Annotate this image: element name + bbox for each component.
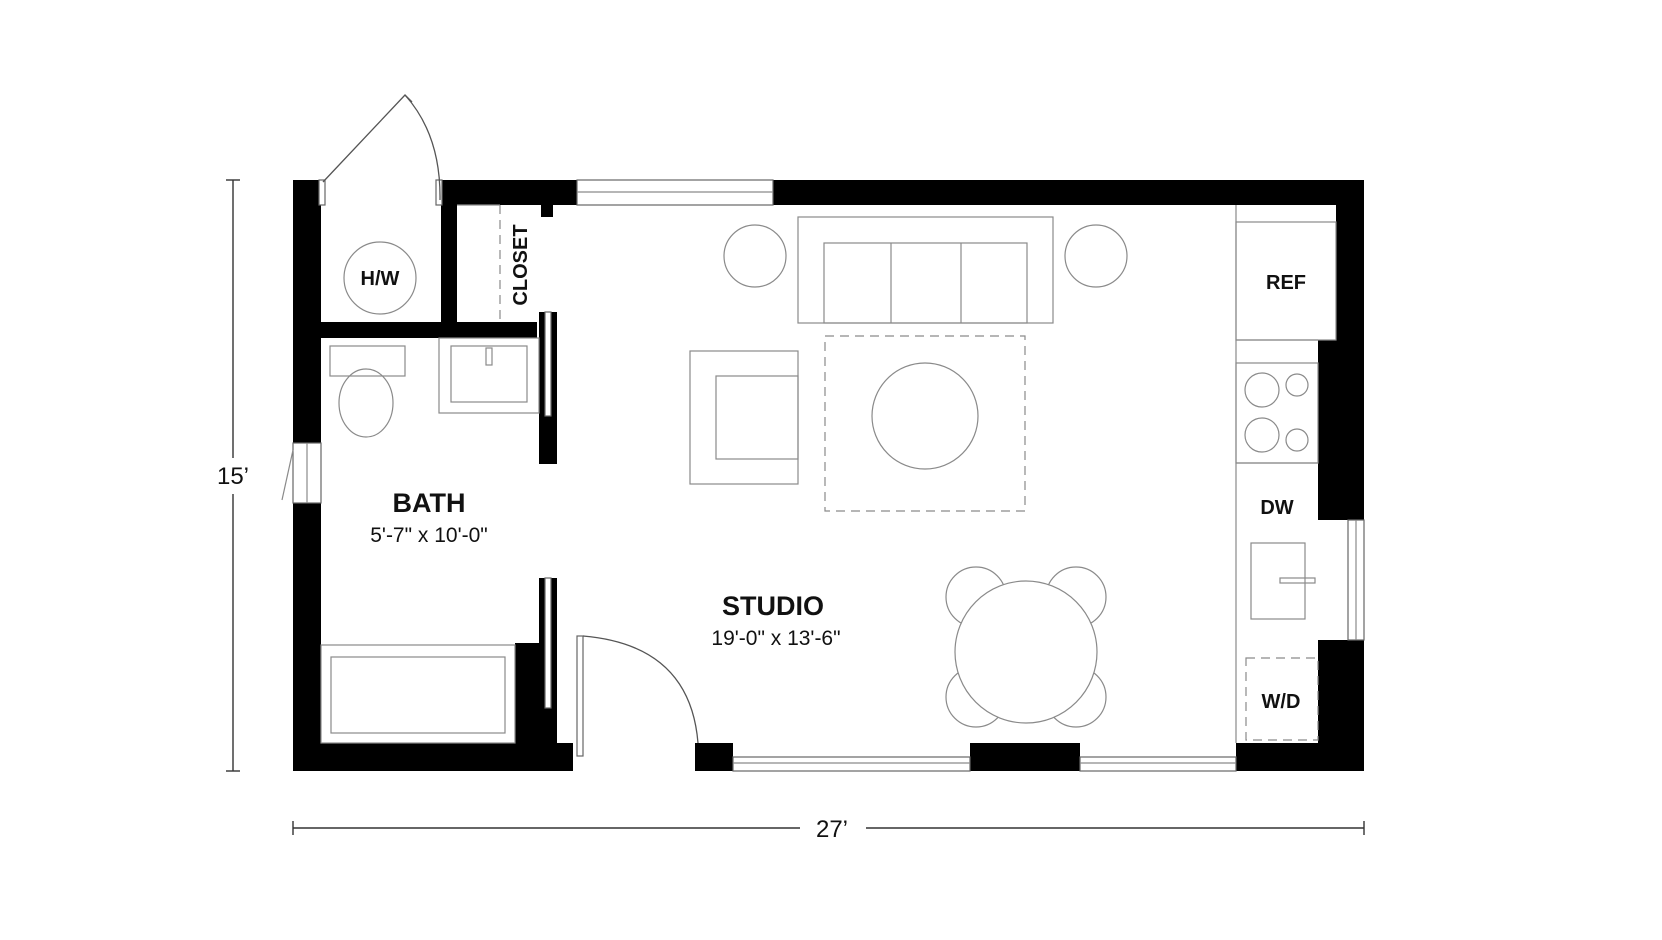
refrigerator-label: REF: [1266, 272, 1306, 294]
coffee-table: [871, 362, 979, 470]
burner: [1285, 428, 1309, 452]
sink-basin: [450, 345, 528, 403]
width-dimension-label: 27’: [816, 816, 848, 843]
exterior-walls: [293, 180, 1364, 771]
windows: [281, 179, 1365, 772]
hw-door-swing: [322, 94, 441, 201]
side-table-right: [1064, 224, 1128, 288]
sofa: [797, 216, 1054, 324]
window-bottom-left: [732, 756, 971, 772]
room-dimensions-studio: 19'-0" x 13'-6": [711, 627, 840, 650]
toilet-tank: [329, 345, 406, 377]
dishwasher-label: DW: [1260, 497, 1293, 519]
doors: [318, 94, 699, 757]
sink-counter: [438, 337, 540, 414]
interior-walls: [293, 180, 557, 743]
sofa-cushions: [823, 242, 1028, 324]
room-title-studio: STUDIO: [722, 591, 824, 621]
faucet: [485, 347, 493, 366]
dining-table: [954, 580, 1098, 724]
toilet-bowl: [338, 368, 394, 438]
window-bottom-right: [1079, 756, 1237, 772]
living-furniture: [689, 216, 1128, 512]
armchair-seat: [715, 375, 799, 460]
room-dimensions-bath: 5'-7" x 10'-0": [370, 524, 487, 547]
bathroom-fixtures: [320, 337, 540, 744]
height-dimension-label: 15’: [217, 463, 249, 490]
washer-dryer-label: W/D: [1262, 691, 1301, 713]
side-table-left: [723, 224, 787, 288]
room-title-bath: BATH: [393, 488, 466, 518]
washer-dryer: [1245, 657, 1319, 741]
window-bath-swing: [281, 449, 294, 501]
burner: [1244, 417, 1280, 453]
entry-door-swing: [582, 635, 699, 744]
kitchen-sink: [1250, 542, 1306, 620]
kitchen-faucet: [1279, 577, 1316, 584]
kitchen: [1235, 205, 1337, 743]
dining-set: [945, 566, 1107, 728]
armchair: [689, 350, 799, 485]
bathtub: [320, 644, 516, 744]
bathtub-inner: [330, 656, 506, 734]
burner: [1244, 372, 1280, 408]
rug: [824, 335, 1026, 512]
water-heater-label: H/W: [361, 268, 400, 290]
closet-label: CLOSET: [510, 224, 532, 305]
height-label-bg: [210, 458, 256, 494]
water-heater: [343, 241, 417, 315]
burner: [1285, 373, 1309, 397]
